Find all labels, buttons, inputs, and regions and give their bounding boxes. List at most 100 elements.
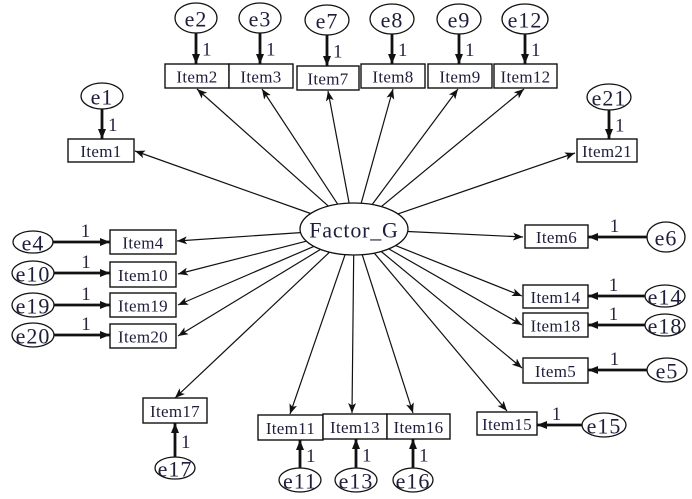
error-term-label-e7: e7 <box>316 9 339 34</box>
loading-arrow-item6 <box>407 230 524 241</box>
error-term-label-e4: e4 <box>22 231 45 256</box>
error-term-ellipse-e13 <box>334 467 378 493</box>
error-weight-label-e15: 1 <box>552 404 562 425</box>
error-weight-label-e8: 1 <box>398 40 408 61</box>
error-term-ellipse-e14 <box>644 284 686 308</box>
loading-arrow-item5 <box>380 251 523 369</box>
indicator-label-item9: Item9 <box>439 68 480 87</box>
error-term-label-e5: e5 <box>656 359 679 384</box>
indicator-label-item17: Item17 <box>150 402 200 421</box>
error-weight-label-e6: 1 <box>610 216 620 237</box>
error-term-label-e9: e9 <box>448 8 471 33</box>
error-term-ellipse-e4 <box>12 230 54 254</box>
error-weight-label-e7: 1 <box>333 42 343 63</box>
indicator-label-item6: Item6 <box>536 228 577 247</box>
loading-arrow-item13 <box>348 254 357 414</box>
indicator-label-item14: Item14 <box>531 288 581 307</box>
indicator-label-item1: Item1 <box>80 142 121 161</box>
error-term-label-e3: e3 <box>249 7 272 32</box>
indicator-box-item16 <box>386 413 451 440</box>
loading-arrow-item11 <box>289 254 346 415</box>
loading-arrow-item12 <box>380 88 525 208</box>
loading-arrow-item16 <box>361 254 414 414</box>
error-weight-label-e4: 1 <box>81 221 91 242</box>
indicator-box-item20 <box>109 323 177 349</box>
error-term-ellipse-e20 <box>11 322 55 348</box>
loading-arrow-item7 <box>325 90 350 204</box>
indicator-label-item7: Item7 <box>307 70 348 89</box>
error-term-label-e19: e19 <box>16 294 51 319</box>
error-weight-label-e13: 1 <box>362 446 372 467</box>
indicator-label-item18: Item18 <box>531 317 581 336</box>
factor-loadings <box>134 88 576 415</box>
indicator-box-item5 <box>522 357 589 384</box>
indicator-box-item17 <box>142 397 208 424</box>
loading-arrow-item15 <box>373 252 508 412</box>
indicator-label-item8: Item8 <box>372 68 413 87</box>
loading-arrow-item19 <box>177 245 315 306</box>
error-term-ellipse-e12 <box>501 3 549 35</box>
indicator-label-item15: Item15 <box>482 415 532 434</box>
error-term-label-e2: e2 <box>185 7 208 32</box>
error-weight-label-e2: 1 <box>202 40 212 61</box>
error-weight-label-e21: 1 <box>615 116 625 137</box>
indicator-group-item1: Item1 1 e1 <box>67 82 135 163</box>
indicator-box-item18 <box>522 312 589 338</box>
indicator-box-item2 <box>164 63 230 89</box>
error-term-ellipse-e2 <box>174 2 218 34</box>
error-term-label-e1: e1 <box>91 85 114 110</box>
error-weight-label-e19: 1 <box>81 284 91 305</box>
error-term-label-e13: e13 <box>339 469 374 494</box>
indicators: Item11e1Item21e2Item31e3Item71e7Item81e8… <box>11 2 688 494</box>
indicator-label-item20: Item20 <box>118 328 168 347</box>
error-term-ellipse-e10 <box>11 260 55 286</box>
error-weight-label-e5: 1 <box>610 349 620 370</box>
error-weight-label-e1: 1 <box>108 115 118 136</box>
error-term-label-e10: e10 <box>16 262 51 287</box>
error-term-ellipse-e21 <box>586 83 632 111</box>
loading-arrow-item9 <box>371 88 459 205</box>
error-term-label-e18: e18 <box>648 314 683 339</box>
indicator-label-item5: Item5 <box>535 362 576 381</box>
error-weight-label-e18: 1 <box>609 304 619 325</box>
indicator-box-item9 <box>427 63 493 89</box>
error-term-label-e12: e12 <box>508 8 543 33</box>
error-term-label-e21: e21 <box>592 86 627 111</box>
error-term-ellipse-e18 <box>644 313 686 337</box>
error-weight-label-e14: 1 <box>609 275 619 296</box>
loading-arrow-item4 <box>176 232 301 245</box>
indicator-label-item3: Item3 <box>240 68 281 87</box>
error-term-label-e16: e16 <box>396 469 431 494</box>
loading-arrow-item17 <box>174 251 330 399</box>
error-term-label-e14: e14 <box>648 285 683 310</box>
error-term-ellipse-e19 <box>11 292 55 318</box>
error-weight-label-e17: 1 <box>181 432 191 453</box>
error-term-ellipse-e15 <box>581 412 627 438</box>
indicator-group-item9: Item9 1 e9 <box>427 3 493 89</box>
error-term-label-e6: e6 <box>655 226 678 251</box>
error-weight-label-e10: 1 <box>81 252 91 273</box>
loading-arrow-item1 <box>134 150 311 215</box>
latent-factor-label: Factor_G <box>309 218 399 243</box>
error-term-ellipse-e1 <box>80 82 124 110</box>
indicator-box-item13 <box>322 413 388 440</box>
error-term-ellipse-e7 <box>304 4 350 36</box>
indicator-label-item11: Item11 <box>266 419 315 438</box>
error-term-ellipse-e5 <box>646 357 688 383</box>
indicator-label-item16: Item16 <box>394 418 444 437</box>
error-weight-label-e20: 1 <box>81 314 91 335</box>
indicator-box-item7 <box>296 65 360 91</box>
loading-arrow-item18 <box>388 248 523 326</box>
error-weight-label-e9: 1 <box>465 40 475 61</box>
indicator-box-item10 <box>109 261 177 288</box>
